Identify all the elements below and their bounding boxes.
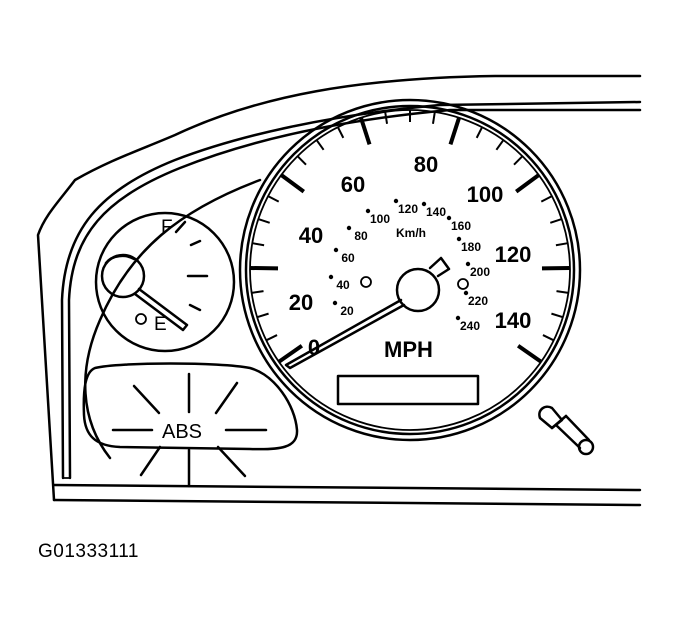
minor-tick — [258, 219, 269, 223]
minor-tick — [338, 127, 343, 138]
kmh-label: 120 — [398, 202, 418, 216]
kmh-label: 20 — [340, 304, 354, 318]
mph-label: 60 — [341, 172, 365, 197]
kmh-label: 80 — [354, 229, 368, 243]
minor-tick — [433, 112, 435, 124]
minor-tick — [298, 156, 306, 165]
mph-label: 20 — [289, 290, 313, 315]
minor-tick — [385, 112, 387, 124]
minor-tick — [252, 291, 264, 293]
trip-reset-button[interactable] — [539, 407, 593, 454]
indicator-lamp-left — [361, 277, 371, 287]
figure-caption: G01333111 — [38, 541, 139, 563]
kmh-dot — [333, 301, 337, 305]
kmh-label: 40 — [336, 278, 350, 292]
kmh-label: 100 — [370, 212, 390, 226]
kmh-dot — [347, 226, 351, 230]
minor-tick — [551, 314, 562, 318]
kmh-dot — [329, 275, 333, 279]
kmh-label: 60 — [341, 251, 355, 265]
kmh-dot — [394, 199, 398, 203]
indicator-lamp-right — [458, 279, 468, 289]
abs-label: ABS — [162, 421, 202, 443]
abs-warning-panel: ABS — [84, 364, 297, 487]
fuel-indicator-lamp — [136, 314, 146, 324]
minor-tick — [257, 314, 268, 318]
odometer-display — [338, 376, 478, 404]
minor-tick — [317, 140, 324, 150]
kmh-dot — [464, 291, 468, 295]
minor-tick — [496, 140, 503, 150]
fuel-gauge: F E — [96, 213, 234, 351]
kmh-unit-label: Km/h — [396, 226, 426, 240]
kmh-dot — [457, 237, 461, 241]
kmh-dot — [447, 216, 451, 220]
kmh-dot — [466, 262, 470, 266]
minor-tick — [556, 243, 568, 245]
kmh-label: 240 — [460, 319, 480, 333]
kmh-label: 140 — [426, 205, 446, 219]
mph-label: 80 — [414, 152, 438, 177]
minor-tick — [556, 291, 568, 293]
kmh-dot — [334, 248, 338, 252]
minor-tick — [550, 219, 561, 223]
fuel-empty-label: E — [154, 314, 167, 335]
major-tick — [281, 175, 304, 192]
kmh-dot — [422, 202, 426, 206]
kmh-label: 160 — [451, 219, 471, 233]
minor-tick — [541, 196, 552, 202]
minor-tick — [268, 196, 279, 202]
mph-label: 140 — [495, 308, 532, 333]
fuel-tick — [190, 305, 200, 310]
fuel-full-label: F — [161, 217, 173, 238]
mph-label: 40 — [299, 223, 323, 248]
minor-tick — [252, 243, 264, 245]
kmh-dot — [366, 209, 370, 213]
minor-tick — [477, 127, 482, 138]
kmh-dot — [456, 316, 460, 320]
kmh-label: 180 — [461, 240, 481, 254]
major-tick — [516, 175, 539, 192]
minor-tick — [543, 335, 554, 340]
major-tick — [361, 118, 370, 145]
mph-unit-label: MPH — [384, 337, 433, 362]
kmh-label: 200 — [470, 265, 490, 279]
major-tick — [450, 118, 459, 145]
mph-label: 100 — [467, 182, 504, 207]
major-tick — [518, 346, 541, 362]
kmh-label: 220 — [468, 294, 488, 308]
minor-tick — [266, 335, 277, 340]
fuel-tick — [191, 241, 200, 245]
mph-label: 120 — [495, 242, 532, 267]
minor-tick — [514, 156, 522, 165]
